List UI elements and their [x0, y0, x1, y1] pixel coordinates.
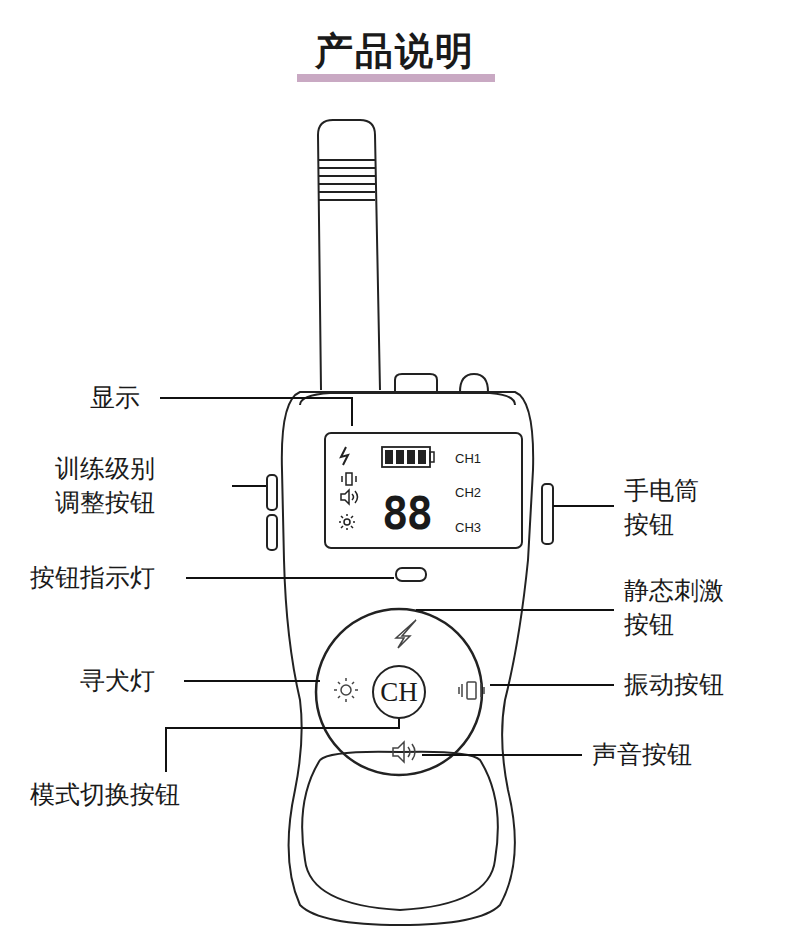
- callout-label: 显示: [90, 381, 140, 415]
- button-text: CH: [380, 677, 418, 708]
- callout-label: 声音按钮: [592, 738, 692, 772]
- callout-label: 寻犬灯: [80, 664, 155, 698]
- channel-label: CH2: [455, 485, 481, 500]
- ring-icons: [334, 620, 484, 762]
- channel-label: CH3: [455, 520, 481, 535]
- level-digits: 88: [382, 492, 431, 536]
- callout-label: 训练级别 调整按钮: [55, 452, 185, 520]
- mode-button: CH: [372, 665, 426, 719]
- title-underline: [297, 74, 495, 82]
- channel-label: CH1: [455, 451, 481, 466]
- battery-bars: [385, 450, 426, 464]
- callout-label: 手电筒 按钮: [624, 474, 724, 542]
- callout-label: 模式切换按钮: [30, 778, 180, 812]
- callout-label: 静态刺激 按钮: [624, 574, 754, 642]
- device-outline: [267, 120, 553, 925]
- callout-label: 按钮指示灯: [30, 561, 155, 595]
- callout-label: 振动按钮: [624, 668, 724, 702]
- title: 产品说明: [315, 26, 475, 77]
- leader-lines: [160, 398, 614, 772]
